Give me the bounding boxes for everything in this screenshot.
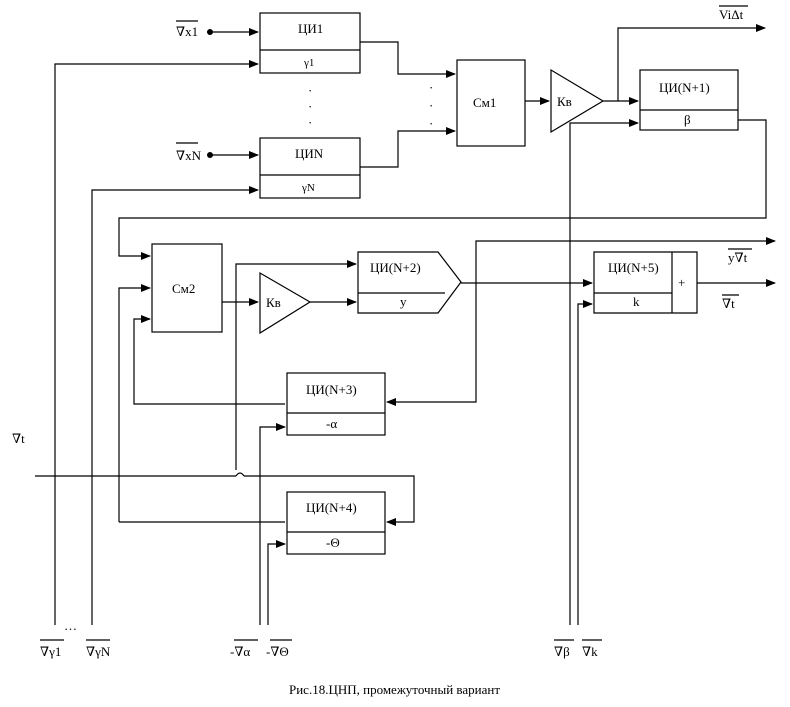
cin3-param: -α	[326, 416, 337, 431]
cin1-block	[639, 69, 739, 131]
sm2-block	[151, 243, 223, 333]
bottom-beta-label: ∇β	[554, 644, 570, 659]
kv1-amplifier	[550, 68, 605, 134]
dots-sm1-2: ·	[429, 98, 433, 113]
output-vdt-label: ViΔt	[719, 7, 744, 22]
wire-theta	[267, 540, 286, 625]
bottom-theta-label: -∇Θ	[266, 644, 289, 659]
cin3-block	[286, 372, 386, 436]
cin5-sign: +	[678, 275, 685, 290]
cin1-name: ЦИ(N+1)	[659, 80, 710, 95]
sm1-block	[456, 59, 526, 147]
wire-cin2-cin3	[386, 283, 477, 406]
cin4-block	[286, 491, 386, 555]
sm2-name: См2	[172, 281, 195, 296]
wire-gammaN	[91, 186, 259, 625]
cin-block	[259, 137, 361, 199]
node-xN	[207, 152, 213, 158]
ci1-param: γ1	[303, 57, 314, 69]
wire-kv2-cin2	[235, 260, 357, 470]
bottom-gamma1-label: ∇γ1	[40, 644, 61, 659]
cin2-block	[357, 251, 462, 314]
wire-cin1-sm2	[118, 119, 767, 260]
cin2-param: y	[400, 294, 407, 309]
dots-sm1-1: ·	[429, 80, 433, 95]
cin4-param: -Θ	[326, 535, 340, 550]
dots-mid-3: ·	[308, 115, 312, 130]
wire-beta	[569, 119, 639, 625]
input-x1-label: ∇x1	[176, 24, 198, 39]
wire-cin3-sm2	[133, 315, 285, 405]
cin4-name: ЦИ(N+4)	[306, 500, 357, 515]
wire-alpha	[259, 423, 286, 625]
wire-ci1-sm1	[360, 41, 456, 78]
cin-name: ЦИN	[295, 146, 324, 161]
wire-gamma1	[54, 60, 259, 625]
ci1-name: ЦИ1	[298, 21, 323, 36]
dots-sm1-3: ·	[429, 116, 433, 131]
cin5-name: ЦИ(N+5)	[608, 260, 659, 275]
input-dt-label: ∇t	[12, 431, 25, 446]
output-dt-label: ∇t	[722, 296, 735, 311]
input-xN-label: ∇xN	[176, 148, 202, 163]
cin5-param: k	[633, 294, 640, 309]
bottom-gammaN-label: ∇γN	[86, 644, 111, 659]
output-ydt-label: y∇t	[728, 250, 748, 265]
wire-cin-sm1	[360, 127, 456, 168]
cin-param: γN	[301, 182, 315, 194]
kv1-name: Кв	[557, 94, 572, 109]
figure-caption: Рис.18.ЦНП, промежуточный вариант	[289, 682, 500, 697]
kv2-amplifier	[259, 271, 312, 335]
cin2-name: ЦИ(N+2)	[370, 260, 421, 275]
bottom-alpha-label: -∇α	[230, 644, 250, 659]
cin1-param: β	[684, 112, 691, 127]
dots-mid-1: ·	[308, 83, 312, 98]
wire-vdt-out	[603, 24, 766, 102]
node-x1	[207, 29, 213, 35]
wire-k	[577, 300, 593, 625]
ci1-block	[259, 12, 361, 74]
wire-cin4-sm2	[118, 284, 151, 522]
bottom-dots-label: …	[64, 618, 77, 633]
bottom-k-label: ∇k	[582, 644, 598, 659]
kv2-name: Кв	[266, 295, 281, 310]
dots-mid-2: ·	[308, 99, 312, 114]
cin3-name: ЦИ(N+3)	[306, 382, 357, 397]
wire-ydt-out	[475, 237, 776, 283]
sm1-name: См1	[473, 95, 496, 110]
